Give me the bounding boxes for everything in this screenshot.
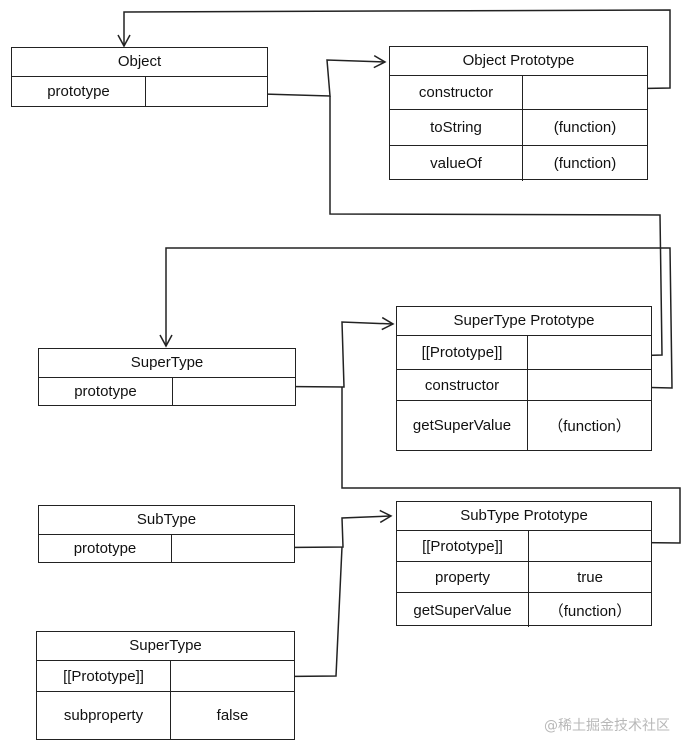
row-value: （function） (548, 418, 631, 435)
row-key: prototype (39, 378, 173, 405)
row-key: constructor (397, 370, 528, 400)
box-row: getSuperValue （function） (397, 593, 651, 627)
box-row: toString (function) (390, 110, 647, 146)
watermark: @稀土掘金技术社区 (544, 718, 670, 734)
box-row: [[Prototype]] (397, 336, 651, 370)
subtype-box: SubType prototype (38, 505, 295, 563)
row-value (523, 76, 647, 109)
box-title: Object (12, 48, 267, 77)
box-title: Object Prototype (390, 47, 647, 76)
row-value: false (216, 707, 249, 724)
box-row: valueOf (function) (390, 146, 647, 181)
row-value (528, 370, 651, 400)
arrow-object-to-object-prototype (227, 54, 387, 97)
row-value: true (577, 568, 603, 586)
box-row: prototype (12, 77, 267, 106)
row-value (529, 531, 651, 561)
row-value (528, 336, 651, 369)
row-key: prototype (12, 77, 146, 106)
row-value: (function) (553, 119, 617, 136)
box-row: prototype (39, 535, 294, 562)
subtype-prototype-box: SubType Prototype [[Prototype]] property… (396, 501, 652, 627)
object-prototype-box: Object Prototype constructor toString (f… (389, 46, 648, 181)
row-key: getSuperValue (397, 401, 528, 450)
box-row: [[Prototype]] (37, 661, 294, 692)
row-key: [[Prototype]] (37, 661, 171, 691)
row-value: (function) (553, 155, 617, 172)
box-title: SubType (39, 506, 294, 535)
supertype-prototype-box: SuperType Prototype [[Prototype]] constr… (396, 306, 652, 451)
box-row: [[Prototype]] (397, 531, 651, 562)
row-key: getSuperValue (397, 593, 529, 627)
box-row: subproperty false (37, 692, 294, 739)
object-box: Object prototype (11, 47, 268, 107)
box-title: SuperType Prototype (397, 307, 651, 336)
box-title: SuperType (39, 349, 295, 378)
row-value (172, 535, 294, 562)
box-row: constructor (390, 76, 647, 110)
row-key: [[Prototype]] (397, 336, 528, 369)
row-value: （function） (548, 602, 632, 620)
row-key: subproperty (37, 692, 171, 739)
box-row: constructor (397, 370, 651, 401)
row-value (171, 661, 294, 691)
row-key: valueOf (390, 146, 523, 181)
box-title: SuperType (37, 632, 294, 661)
row-key: prototype (39, 535, 172, 562)
row-key: property (397, 562, 529, 592)
supertype-box: SuperType prototype (38, 348, 296, 406)
row-key: [[Prototype]] (397, 531, 529, 561)
row-value (146, 77, 267, 106)
row-key: constructor (390, 76, 523, 109)
instance-box: SuperType [[Prototype]] subproperty fals… (36, 631, 295, 740)
box-row: getSuperValue （function） (397, 401, 651, 450)
box-title: SubType Prototype (397, 502, 651, 531)
row-value (173, 378, 295, 405)
box-row: prototype (39, 378, 295, 405)
box-row: property true (397, 562, 651, 593)
row-key: toString (390, 110, 523, 145)
